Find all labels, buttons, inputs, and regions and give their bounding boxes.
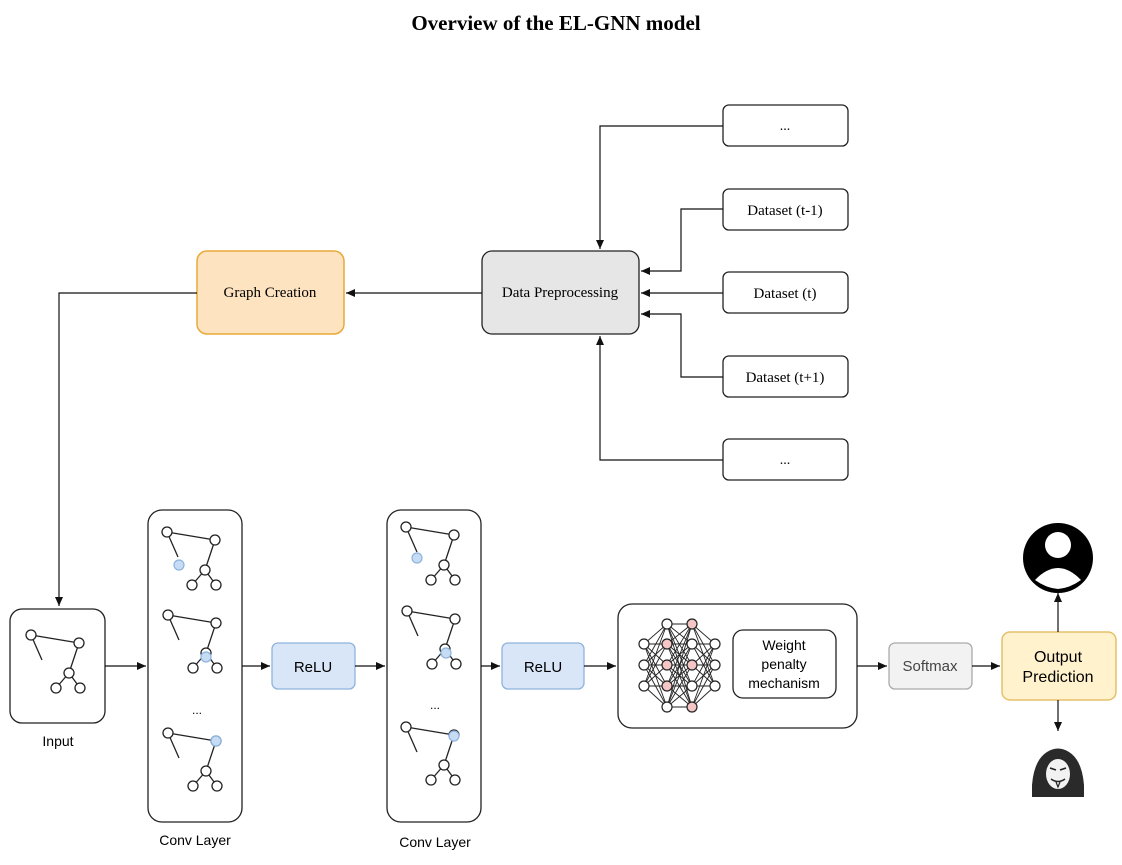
nn-nodes: [638, 618, 721, 713]
nn-node: [661, 638, 673, 650]
softmax-box: Softmax: [888, 642, 973, 690]
nn-node: [661, 618, 673, 630]
dataset-box-bottom-ellipsis: ...: [722, 438, 849, 481]
dataset-box-top-ellipsis: ...: [722, 104, 849, 147]
nn-edge: [643, 623, 668, 687]
nn-node: [709, 680, 721, 692]
conv1-ellipsis: ...: [192, 703, 202, 717]
nn-edge: [691, 643, 716, 687]
weight-penalty-line1: Weight: [762, 637, 805, 653]
output-line2: Prediction: [1022, 669, 1093, 686]
nn-node: [686, 638, 698, 650]
conv2-highlight-node-3: [448, 730, 460, 742]
graph-creation-box: Graph Creation: [196, 250, 345, 335]
user-icon: [1023, 523, 1093, 593]
flow-arrows: [105, 593, 1062, 731]
nn-node: [686, 701, 698, 713]
nn-node: [638, 659, 650, 671]
nn-edge: [643, 643, 668, 687]
nn-node: [638, 638, 650, 650]
conv2-ellipsis: ...: [430, 698, 440, 712]
nn-edge: [666, 643, 693, 708]
nn-node: [709, 659, 721, 671]
weight-penalty-line2: penalty: [761, 656, 806, 672]
hacker-icon: [1032, 748, 1084, 797]
nn-node: [686, 659, 698, 671]
input-graph-box: Input: [9, 608, 106, 749]
conv2-highlight-node-1: [411, 552, 423, 564]
conv2-highlight-node-2: [440, 647, 452, 659]
conv-layer-1: ... Conv Layer: [147, 509, 243, 848]
dataset-box-next: Dataset (t+1): [722, 355, 849, 398]
output-prediction-box: Output Prediction: [1001, 631, 1117, 701]
nn-edge: [666, 664, 693, 708]
relu-box-1: ReLU: [271, 642, 356, 690]
nn-node: [686, 680, 698, 692]
dataset-prev-label: Dataset (t-1): [747, 203, 822, 219]
input-label: Input: [42, 733, 73, 749]
nn-edge: [666, 623, 693, 687]
weight-penalty-box: [732, 629, 837, 699]
data-preprocessing-label: Data Preprocessing: [502, 285, 619, 301]
nn-edge: [691, 623, 716, 666]
softmax-label: Softmax: [902, 658, 958, 675]
dataset-bottom-ellipsis-label: ...: [780, 453, 791, 468]
nn-node: [661, 680, 673, 692]
nn-node: [686, 618, 698, 630]
relu-1-label: ReLU: [294, 659, 332, 676]
nn-edge: [666, 623, 693, 708]
output-line1: Output: [1034, 649, 1083, 666]
relu-2-label: ReLU: [524, 659, 562, 676]
conv1-highlight-node-1: [173, 559, 185, 571]
dataset-current-label: Dataset (t): [754, 286, 817, 302]
weight-penalty-line3: mechanism: [748, 675, 820, 691]
nn-node: [661, 701, 673, 713]
dataset-box-prev: Dataset (t-1): [722, 188, 849, 231]
nn-edge: [666, 623, 693, 666]
neural-network-block: Weight penalty mechanism: [617, 603, 858, 729]
nn-edge: [691, 664, 716, 708]
diagram-title: Overview of the EL-GNN model: [411, 11, 700, 35]
dataset-next-label: Dataset (t+1): [746, 370, 825, 386]
relu-box-2: ReLU: [501, 642, 585, 690]
data-preprocessing-box: Data Preprocessing: [481, 250, 640, 335]
dataset-top-ellipsis-label: ...: [780, 119, 791, 134]
nn-node: [638, 680, 650, 692]
dataset-arrows: [55, 125, 723, 606]
nn-edge: [691, 643, 716, 708]
conv1-highlight-node-2: [200, 651, 212, 663]
conv-layer-1-label: Conv Layer: [159, 832, 231, 848]
nn-node: [661, 659, 673, 671]
nn-node: [709, 638, 721, 650]
conv-layer-2: ... Conv Layer: [386, 509, 482, 850]
dataset-box-current: Dataset (t): [722, 271, 849, 314]
conv1-highlight-node-3: [210, 735, 222, 747]
graph-creation-label: Graph Creation: [224, 285, 317, 301]
conv-layer-2-label: Conv Layer: [399, 834, 471, 850]
nn-edge: [643, 623, 668, 666]
